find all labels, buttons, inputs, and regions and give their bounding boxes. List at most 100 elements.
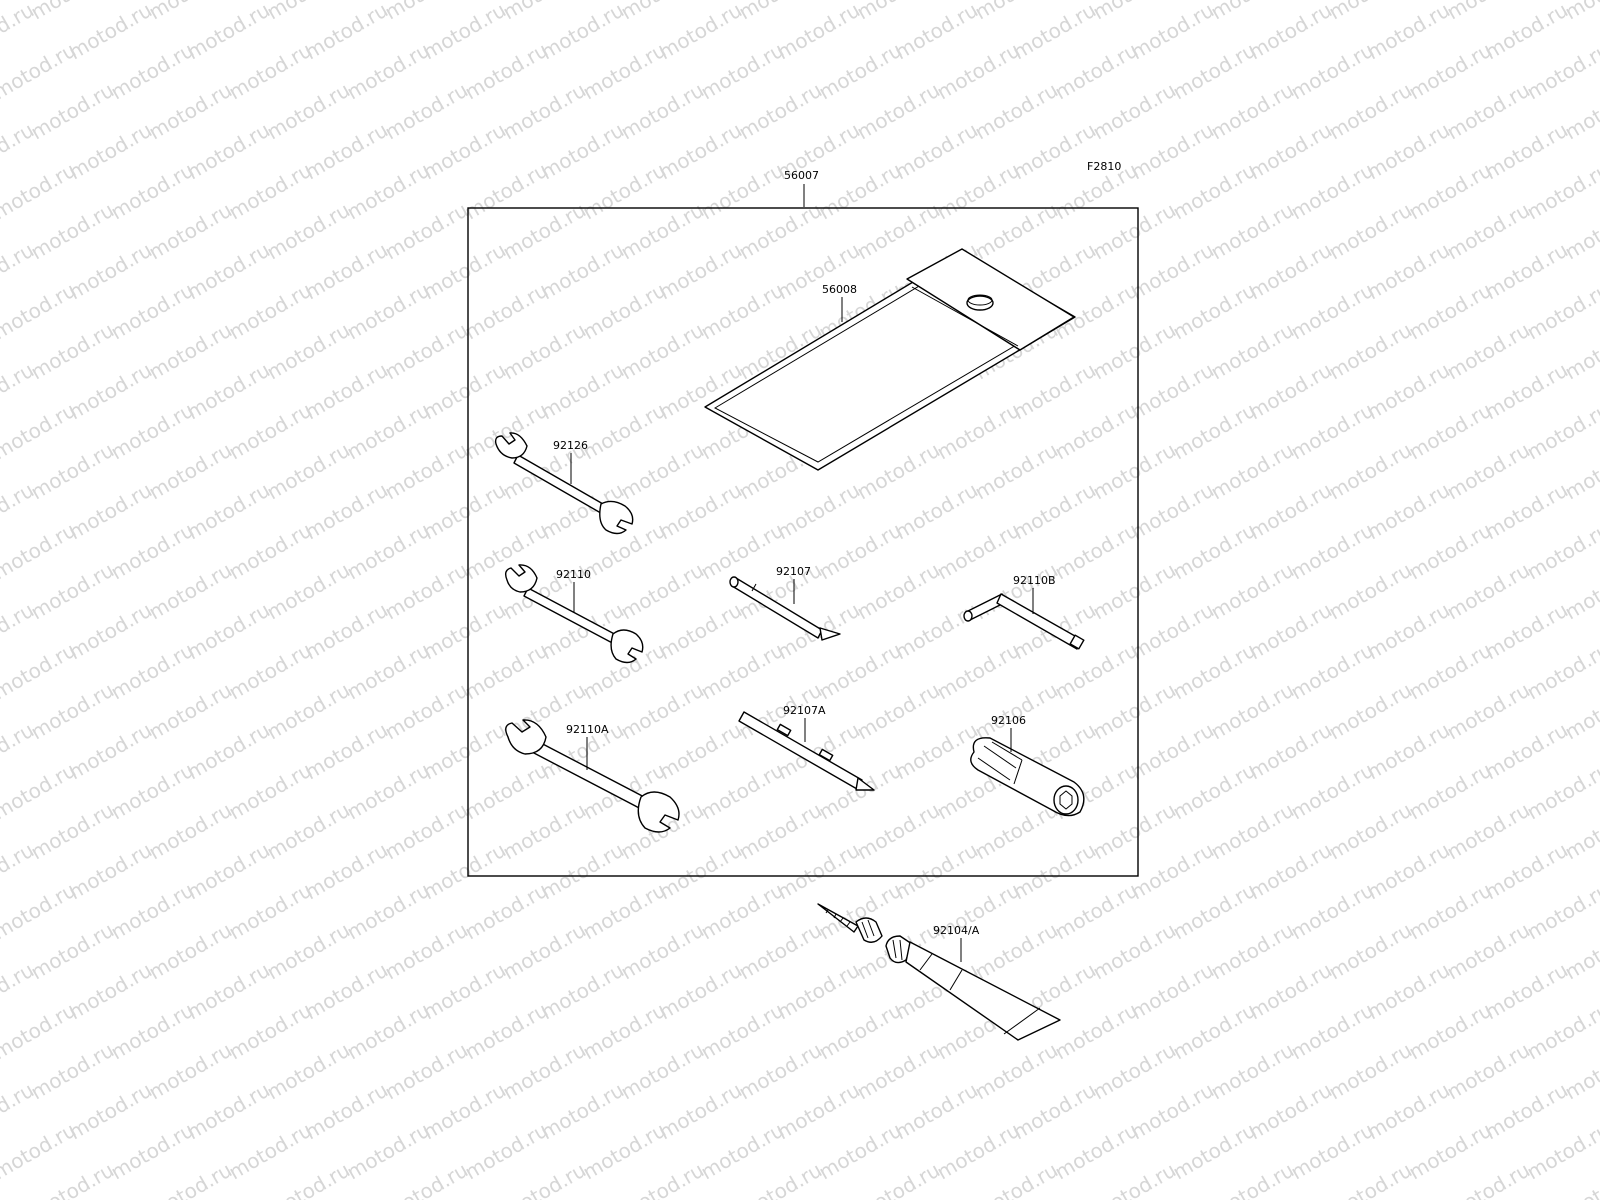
watermark-text: motod.ru	[815, 1118, 906, 1185]
watermark-text: motod.ru	[1405, 158, 1496, 225]
watermark-text: motod.ru	[1405, 278, 1496, 345]
watermark-text: motod.ru	[891, 838, 982, 905]
watermark-text: motod.ru	[107, 158, 198, 225]
watermark-text: motod.ru	[0, 278, 80, 345]
watermark-text: motod.ru	[1481, 1078, 1572, 1145]
watermark-text: motod.ru	[971, 438, 1062, 505]
watermark-text: motod.ru	[1127, 0, 1218, 64]
watermark-text: motod.ru	[655, 1078, 746, 1145]
watermark-text: motod.ru	[1089, 78, 1180, 145]
watermark-text: motod.ru	[1363, 1078, 1454, 1145]
watermark-text: motod.ru	[1481, 838, 1572, 905]
watermark-text: motod.ru	[1523, 278, 1600, 345]
watermark-text: motod.ru	[1287, 398, 1378, 465]
watermark-text: motod.ru	[1325, 78, 1416, 145]
hex-key-92110B	[963, 593, 1085, 650]
watermark-text: motod.ru	[419, 358, 510, 425]
watermark-text: motod.ru	[579, 518, 670, 585]
watermark-text: motod.ru	[697, 638, 788, 705]
watermark-text: motod.ru	[1325, 198, 1416, 265]
watermark-text: motod.ru	[1245, 238, 1336, 305]
watermark-text: motod.ru	[381, 558, 472, 625]
watermark-text: motod.ru	[1127, 118, 1218, 185]
label-handle-92106: 92106	[991, 714, 1026, 727]
watermark-text: motod.ru	[537, 0, 628, 64]
watermark-text: motod.ru	[419, 958, 510, 1025]
watermark-text: motod.ru	[1443, 678, 1534, 745]
watermark-text: motod.ru	[225, 398, 316, 465]
watermark-text: motod.ru	[107, 878, 198, 945]
watermark-text: motod.ru	[815, 638, 906, 705]
watermark-text: motod.ru	[499, 798, 590, 865]
watermark-text: motod.ru	[27, 198, 118, 265]
watermark-text: motod.ru	[301, 1078, 392, 1145]
label-wrench-92126: 92126	[553, 439, 588, 452]
watermark-text: motod.ru	[735, 918, 826, 985]
watermark-text: motod.ru	[1089, 1038, 1180, 1105]
watermark-text: motod.ru	[933, 398, 1024, 465]
watermark-text: motod.ru	[1169, 638, 1260, 705]
watermark-text: motod.ru	[1245, 598, 1336, 665]
watermark-text: motod.ru	[419, 0, 510, 64]
watermark-text: motod.ru	[65, 0, 156, 64]
watermark-text: motod.ru	[27, 918, 118, 985]
watermark-text: motod.ru	[343, 38, 434, 105]
watermark-text: motod.ru	[107, 758, 198, 825]
watermark-text: motod.ru	[65, 718, 156, 785]
watermark-text: motod.ru	[1169, 158, 1260, 225]
watermark-text: motod.ru	[933, 158, 1024, 225]
watermark-text: motod.ru	[183, 238, 274, 305]
watermark-text: motod.ru	[107, 638, 198, 705]
watermark-text: motod.ru	[853, 798, 944, 865]
watermark-text: motod.ru	[1245, 0, 1336, 64]
watermark-text: motod.ru	[301, 958, 392, 1025]
watermark-text: motod.ru	[617, 918, 708, 985]
watermark-text: motod.ru	[1089, 918, 1180, 985]
watermark-text: motod.ru	[27, 798, 118, 865]
label-case: 56008	[822, 283, 857, 296]
watermark-text: motod.ru	[971, 78, 1062, 145]
watermark-text: motod.ru	[1363, 718, 1454, 785]
watermark-text: motod.ru	[617, 1158, 708, 1200]
watermark-text: motod.ru	[1523, 518, 1600, 585]
watermark-text: motod.ru	[263, 798, 354, 865]
watermark-text: motod.ru	[107, 518, 198, 585]
watermark-text: motod.ru	[697, 1118, 788, 1185]
label-wrench-92110A: 92110A	[566, 723, 609, 736]
watermark-text: motod.ru	[853, 558, 944, 625]
watermark-text: motod.ru	[1051, 518, 1142, 585]
watermark-text: motod.ru	[1207, 798, 1298, 865]
watermark-text: motod.ru	[27, 1038, 118, 1105]
watermark-text: motod.ru	[381, 78, 472, 145]
watermark-text: motod.ru	[1481, 478, 1572, 545]
watermark-text: motod.ru	[301, 478, 392, 545]
screwdriver-92107A	[738, 711, 875, 791]
watermark-text: motod.ru	[735, 78, 826, 145]
watermark-text: motod.ru	[773, 958, 864, 1025]
watermark-text: motod.ru	[419, 718, 510, 785]
watermark-text: motod.ru	[343, 518, 434, 585]
watermark-text: motod.ru	[1325, 678, 1416, 745]
watermark-text: motod.ru	[343, 638, 434, 705]
watermark-text: motod.ru	[933, 38, 1024, 105]
watermark-text: motod.ru	[773, 0, 864, 64]
watermark-text: motod.ru	[225, 998, 316, 1065]
watermark-text: motod.ru	[1051, 38, 1142, 105]
watermark-text: motod.ru	[1207, 558, 1298, 625]
watermark-text: motod.ru	[1051, 998, 1142, 1065]
watermark-text: motod.ru	[853, 1038, 944, 1105]
watermark-text: motod.ru	[1523, 758, 1600, 825]
watermark-text: motod.ru	[1405, 758, 1496, 825]
watermark-text: motod.ru	[537, 1078, 628, 1145]
watermark-text: motod.ru	[1443, 1038, 1534, 1105]
watermark-text: motod.ru	[27, 558, 118, 625]
watermark-text: motod.ru	[697, 878, 788, 945]
watermark-text: motod.ru	[1169, 998, 1260, 1065]
watermark-text: motod.ru	[1363, 0, 1454, 64]
watermark-text: motod.ru	[697, 158, 788, 225]
watermark-text: motod.ru	[579, 38, 670, 105]
watermark-text: motod.ru	[27, 678, 118, 745]
watermark-text: motod.ru	[145, 318, 236, 385]
label-grease-tube: 92104/A	[933, 924, 980, 937]
